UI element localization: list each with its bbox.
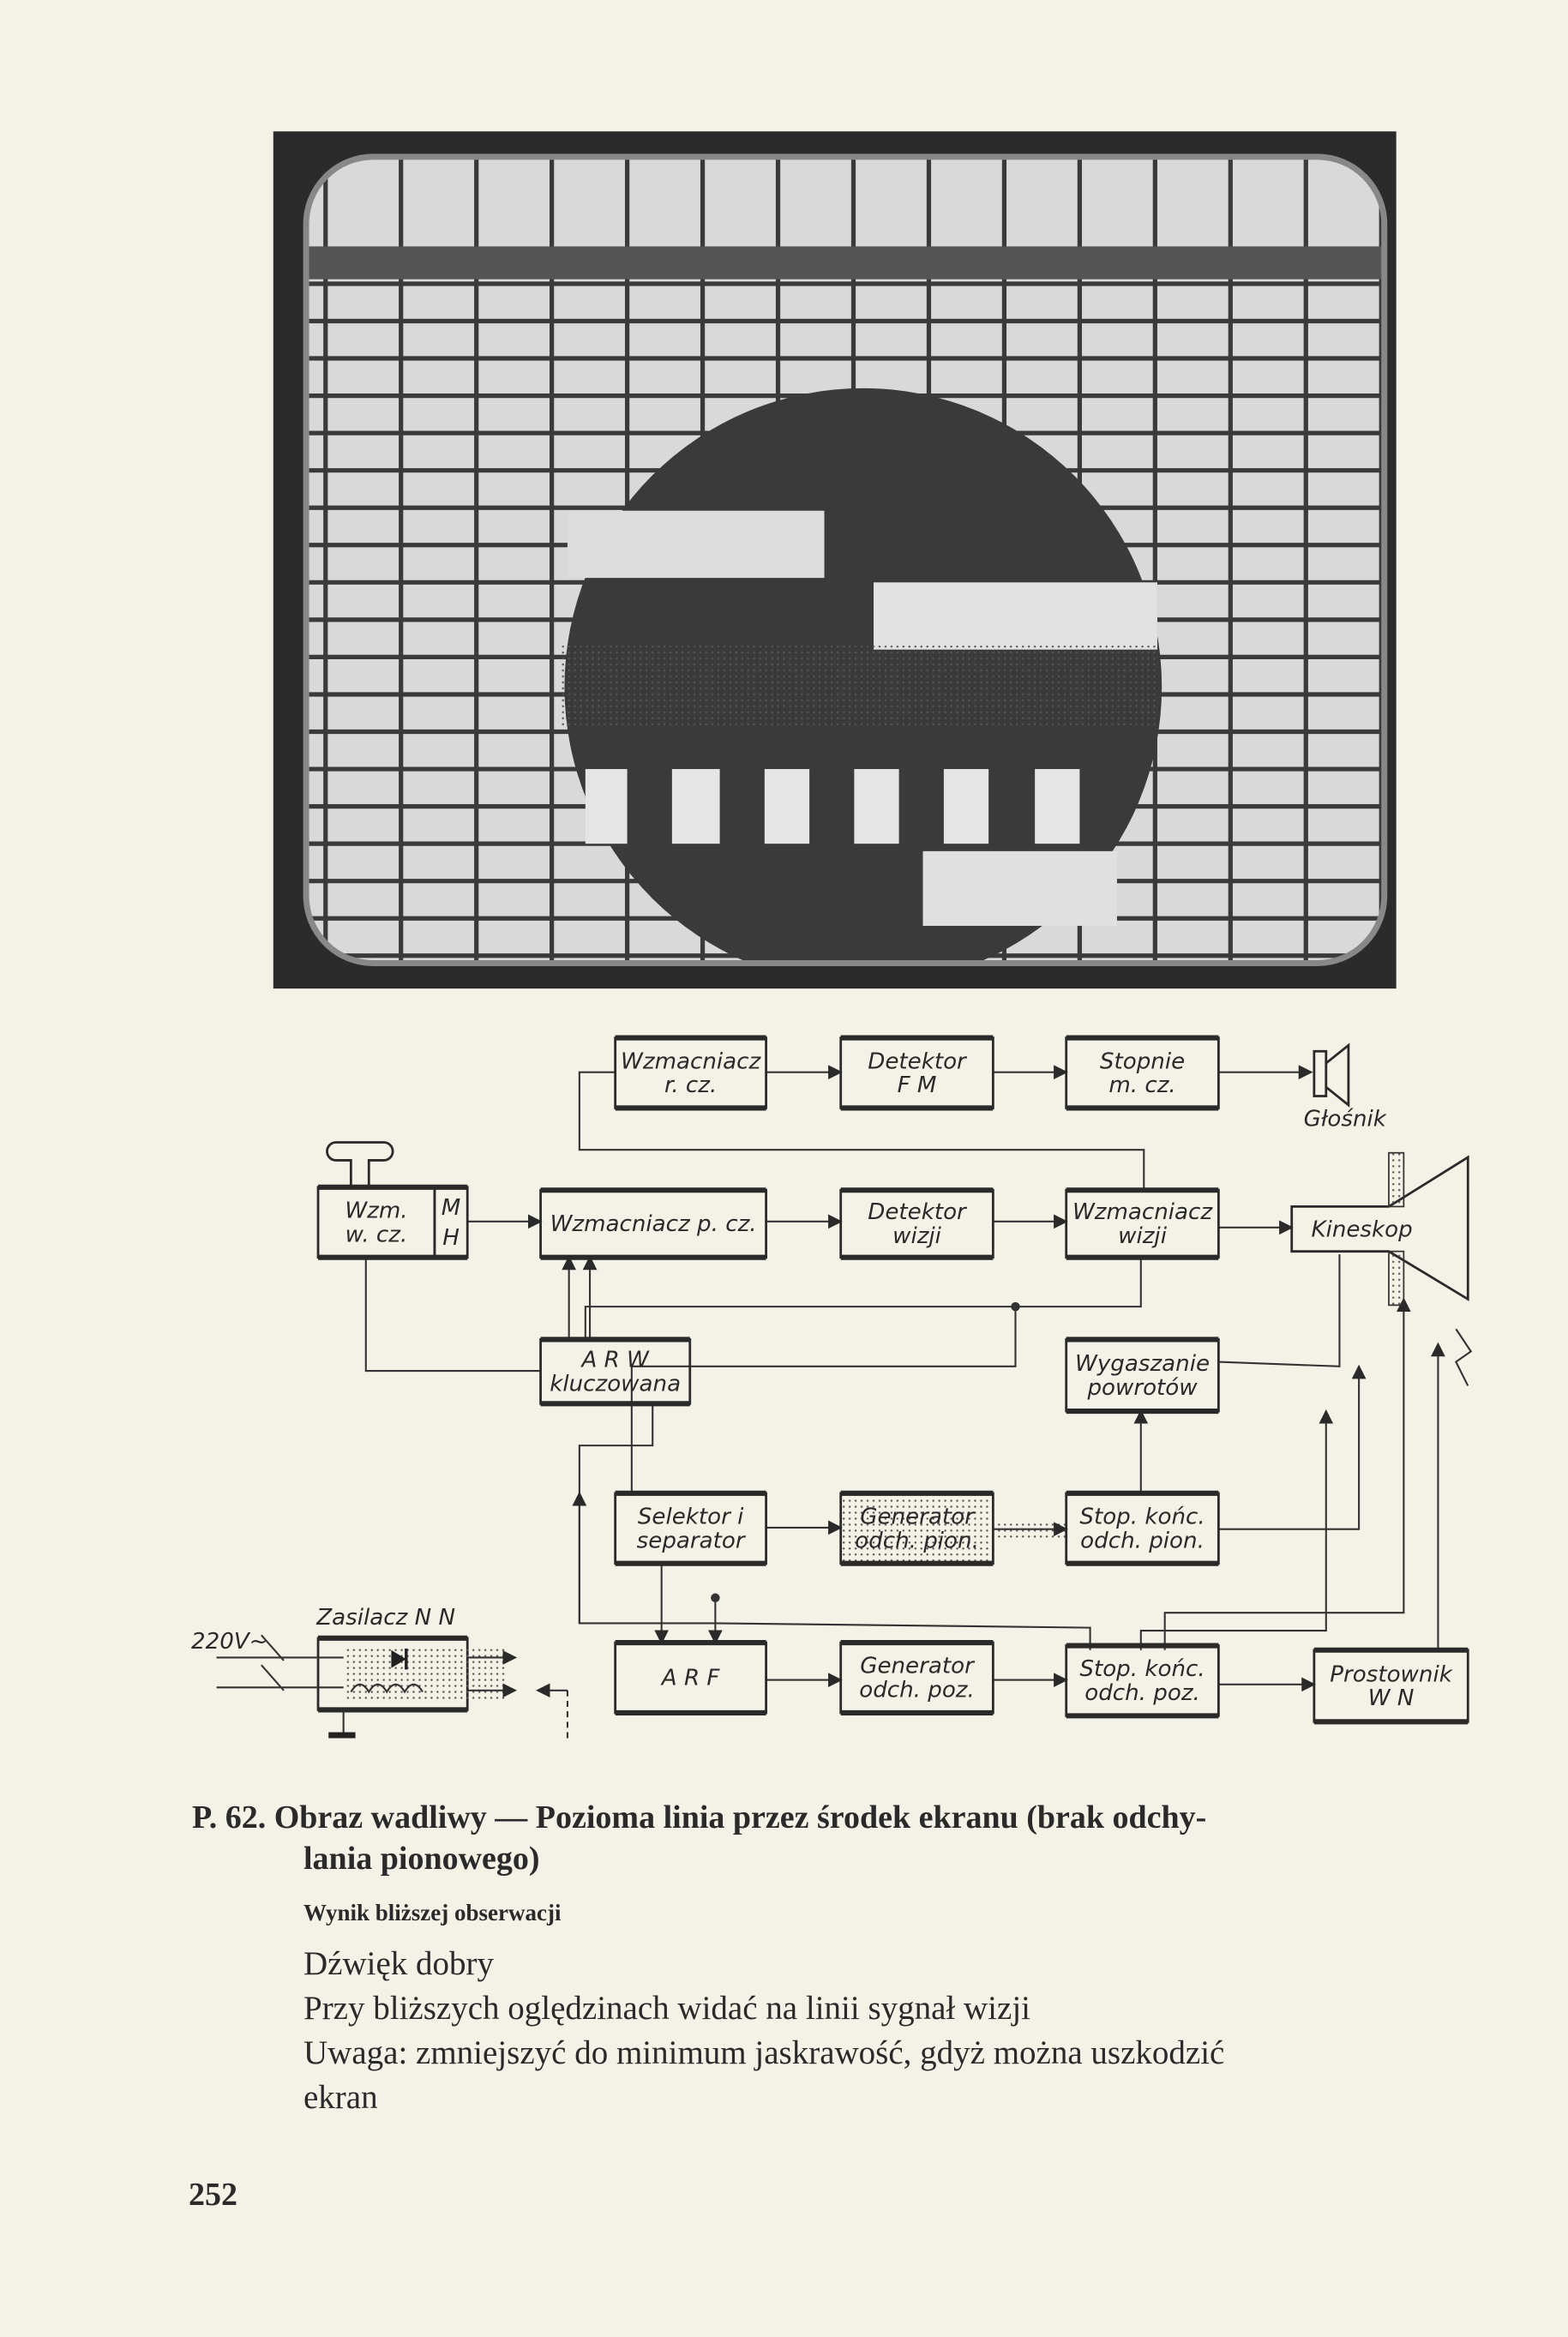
kinescope-label: Kineskop [1311, 1217, 1412, 1242]
box-label: Stop. końc. [1079, 1656, 1205, 1682]
subheading: Wynik bliższej obserwacji [303, 1900, 562, 1925]
box-label: m. cz. [1108, 1072, 1175, 1098]
box-label: Wzmacniacz [621, 1048, 761, 1074]
power-supply-symbols [216, 1634, 568, 1740]
kinescope-icon [1290, 1151, 1469, 1307]
box-rf-amplifier: Wzm.w. cz. [316, 1184, 436, 1260]
box-label: odch. pion. [1080, 1528, 1205, 1553]
box-label: Selektor i [638, 1505, 744, 1530]
box-label: Wygaszanie [1075, 1351, 1210, 1377]
box-vertical-output: Stop. końc.odch. pion. [1065, 1490, 1220, 1566]
speaker-label: Głośnik [1304, 1106, 1387, 1132]
box-label: odch. pion. [855, 1528, 979, 1553]
box-if-amplifier: Wzmacniacz p. cz. [539, 1187, 767, 1260]
box-label: odch. poz. [859, 1678, 975, 1703]
box-mixer: MH [433, 1184, 469, 1260]
box-label: W N [1368, 1685, 1415, 1711]
box-label: Stopnie [1100, 1048, 1185, 1074]
box-label: r. cz. [664, 1072, 717, 1098]
observation-line: Przy bliższych oględzinach widać na lini… [303, 1990, 1031, 2027]
box-label: M [442, 1195, 461, 1221]
box-label: Stop. końc. [1079, 1505, 1205, 1530]
box-label: Generator [860, 1505, 976, 1530]
box-label: Detektor [868, 1199, 968, 1225]
box-label: w. cz. [345, 1222, 408, 1247]
box-horizontal-output: Stop. końc.odch. poz. [1065, 1643, 1220, 1719]
box-label: odch. poz. [1084, 1680, 1200, 1706]
box-label: Wzm. [345, 1198, 407, 1223]
tv-test-pattern-photo [273, 131, 1397, 989]
observation-line: Dźwięk dobry [303, 1945, 495, 1982]
box-label: Generator [860, 1654, 976, 1679]
figure-caption: P. 62. Obraz wadliwy — Pozioma linia prz… [192, 1799, 1206, 1836]
box-label: Prostownik [1330, 1661, 1452, 1687]
page-number: 252 [189, 2177, 237, 2213]
speaker-icon [1313, 1042, 1350, 1108]
box-label: A R F [660, 1666, 721, 1691]
box-label: Wzmacniacz [1072, 1199, 1213, 1225]
observation-line: Uwaga: zmniejszyć do minimum jaskrawość,… [303, 2034, 1225, 2071]
diagram-wires [364, 1065, 1473, 1692]
box-afc: A R F [614, 1639, 767, 1715]
box-label: F M [898, 1072, 937, 1098]
box-label: powrotów [1086, 1375, 1198, 1401]
antenna-icon [326, 1141, 394, 1189]
box-label: wizji [892, 1223, 942, 1249]
box-label: kluczowana [550, 1372, 681, 1397]
box-label: H [442, 1225, 460, 1251]
box-label: Wzmacniacz p. cz. [550, 1211, 757, 1237]
box-label: wizji [1118, 1223, 1168, 1249]
box-label: Detektor [868, 1048, 968, 1074]
figure-title: Obraz wadliwy — Pozioma linia przez środ… [273, 1799, 1207, 1835]
box-label: A R W [580, 1348, 650, 1373]
observation-line: ekran [303, 2079, 378, 2116]
figure-number: P. 62. [192, 1799, 267, 1835]
power-supply-label: Zasilacz N N [315, 1605, 455, 1631]
voltage-label: 220V~ [191, 1629, 268, 1655]
figure-title-cont: lania pionowego) [303, 1841, 540, 1877]
box-label: separator [637, 1528, 747, 1553]
